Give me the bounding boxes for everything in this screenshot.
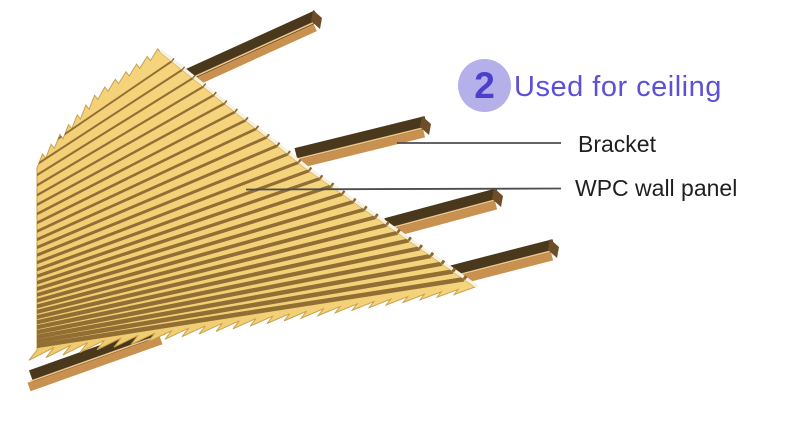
diagram-title: Used for ceiling [514, 71, 722, 103]
step-number: 2 [474, 65, 495, 106]
bracket-beam [292, 116, 431, 170]
wpc-panel-surface [28, 47, 477, 361]
wpc-wall-panel-label: WPC wall panel [575, 175, 738, 201]
step-number-badge: 2 [458, 59, 511, 112]
bracket-beam [181, 10, 322, 92]
bracket-beam [382, 188, 503, 240]
wood-brackets [27, 10, 559, 392]
bracket-label: Bracket [578, 131, 656, 157]
groove-end-ticks [171, 57, 468, 281]
panel-edge-face [160, 49, 478, 288]
leader-lines [245, 142, 562, 191]
wpc-panel-leader-line [245, 187, 562, 191]
